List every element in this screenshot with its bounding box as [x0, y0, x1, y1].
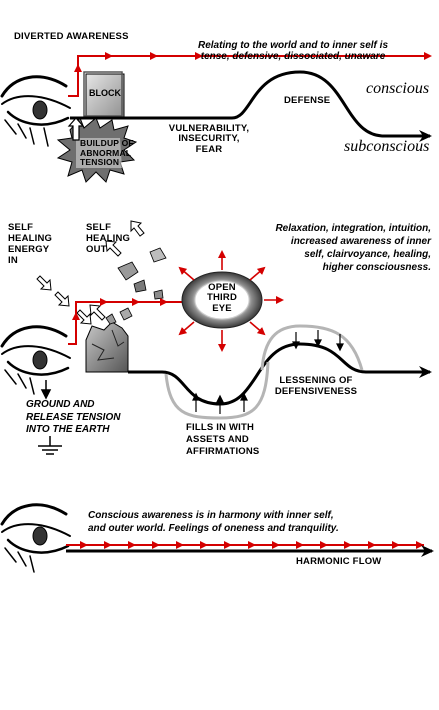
healing-out-arrows: [89, 220, 145, 321]
vulnerability-line: VULNERABILITY,: [168, 123, 250, 134]
self-healing-in-line: HEALING: [8, 232, 53, 244]
red-arrowheads: [74, 52, 203, 72]
tension-up-arrow: [67, 117, 85, 141]
relaxation-line: self, clairvoyance, healing,: [304, 249, 431, 260]
self-healing-out-line: HEALING: [86, 232, 131, 244]
fills-line: FILLS IN WITH: [186, 422, 255, 433]
relaxation-line: higher consciousness.: [322, 262, 431, 273]
ground-arrow: [40, 380, 52, 400]
self-healing-out-line: SELF: [86, 222, 112, 233]
healing-in-arrows: [36, 275, 92, 325]
eye-icon: [0, 503, 71, 573]
diverted-awareness-label: DIVERTED AWARENESS: [14, 31, 129, 42]
defense-label: DEFENSE: [284, 95, 331, 106]
third-eye-core: [194, 280, 250, 320]
defensiveness-loop: [260, 324, 364, 371]
third-eye-line: OPEN: [208, 282, 236, 293]
conscious-label: conscious: [366, 80, 430, 97]
relaxation-text: Relaxation, integration, intuition, incr…: [275, 222, 431, 274]
ground-label: GROUND AND RELEASE TENSION INTO THE EART…: [26, 399, 120, 437]
self-healing-out-line: OUT: [86, 243, 107, 255]
third-eye-line: THIRD: [206, 292, 238, 304]
buildup-line: BUILDUP OF: [80, 138, 134, 148]
vulnerability-label: VULNERABILITY, INSECURITY, FEAR: [160, 123, 258, 155]
crumbling-block: [85, 321, 129, 373]
harmonic-flow-label: HARMONIC FLOW: [296, 556, 382, 567]
relating-text: Relating to the world and to inner self …: [168, 40, 418, 62]
buildup-line: TENSION: [80, 157, 120, 168]
self-healing-in-label: SELF HEALING ENERGY IN: [8, 222, 53, 267]
block-label: BLOCK: [89, 88, 121, 98]
relaxation-line: Relaxation, integration, intuition,: [275, 223, 431, 234]
relaxation-line: increased awareness of inner: [290, 236, 431, 247]
ground-line: INTO THE EARTH: [26, 424, 110, 435]
block-shape: [83, 71, 125, 119]
fills-in-label: FILLS IN WITH ASSETS AND AFFIRMATIONS: [186, 422, 259, 458]
relating-line: tense, defensive, dissociated, unaware: [200, 51, 386, 62]
subconscious-label: subconscious: [344, 138, 430, 155]
harmony-text: Conscious awareness is in harmony with i…: [88, 509, 339, 535]
lessening-line: DEFENSIVENESS: [274, 386, 358, 398]
lessening-label: LESSENING OF DEFENSIVENESS: [266, 375, 366, 398]
open-third-eye-label: OPEN THIRD EYE: [197, 282, 247, 314]
self-healing-in-line: ENERGY: [8, 243, 50, 255]
consciousness-line: [70, 70, 432, 142]
vulnerability-line: FEAR: [195, 143, 223, 155]
ground-line: RELEASE TENSION: [26, 411, 121, 423]
lessening-down-arrows: [292, 330, 344, 352]
self-healing-in-line: SELF: [8, 222, 34, 233]
self-healing-in-line: IN: [8, 254, 18, 266]
relating-line: Relating to the world and to inner self …: [197, 40, 388, 51]
diverted-awareness-arrow: [68, 52, 432, 97]
fills-line: ASSETS AND: [186, 433, 249, 445]
fills-line: AFFIRMATIONS: [186, 445, 260, 457]
vulnerability-line: INSECURITY,: [178, 133, 240, 145]
self-healing-out-label: SELF HEALING OUT: [86, 222, 131, 256]
awareness-arrow-upward: [68, 301, 182, 345]
harmony-line: and outer world. Feelings of oneness and…: [88, 523, 339, 534]
buildup-line: ABNORMAL: [80, 147, 132, 158]
red-arrowheads: [80, 541, 424, 549]
lessening-line: LESSENING OF: [279, 375, 353, 386]
third-eye-line: EYE: [212, 302, 232, 314]
harmony-line: Conscious awareness is in harmony with i…: [88, 510, 334, 521]
assets-fill-loop: [164, 361, 270, 420]
radiating-arrows: [178, 250, 284, 352]
consciousness-line: [128, 342, 432, 406]
eye-icon: [0, 325, 71, 395]
ground-line: GROUND AND: [26, 399, 95, 410]
buildup-label: BUILDUP OF ABNORMAL TENSION: [80, 138, 134, 168]
red-arrowheads: [72, 298, 168, 320]
fill-up-arrows: [192, 392, 248, 414]
ground-symbol-icon: [38, 436, 62, 455]
flying-fragments: [105, 247, 167, 325]
eye-icon: [0, 75, 71, 147]
